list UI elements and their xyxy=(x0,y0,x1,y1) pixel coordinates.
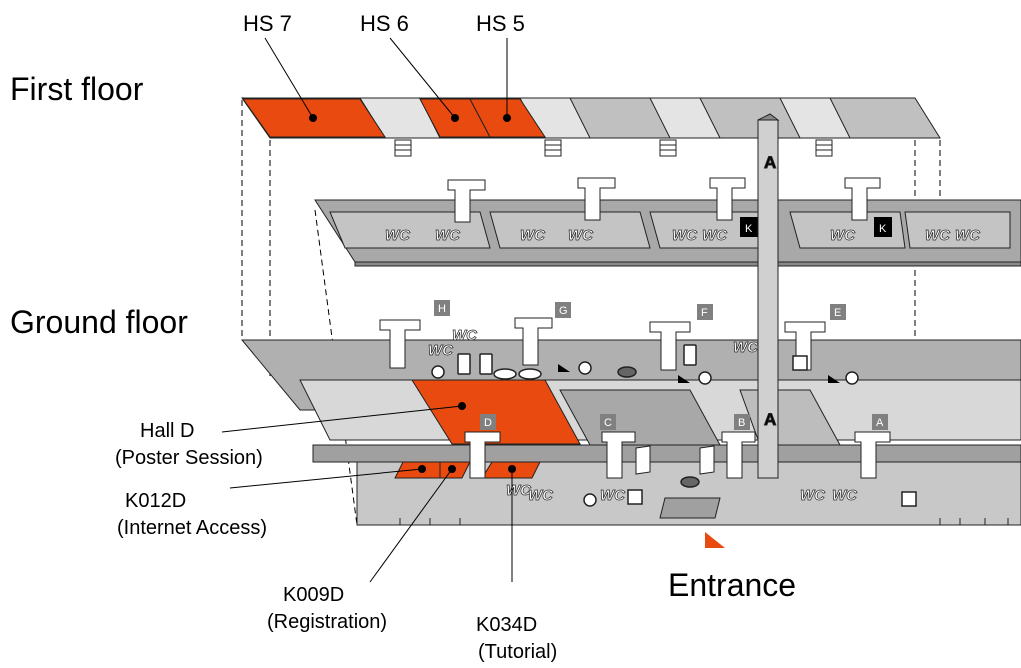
cafe-icon xyxy=(493,368,517,380)
info-box-icon xyxy=(901,491,917,507)
elevator-icon: K xyxy=(745,223,753,235)
wc-icon: WC xyxy=(520,227,546,244)
hall-d-desc: (Poster Session) xyxy=(115,447,263,469)
svg-text:A: A xyxy=(764,153,776,172)
cafe-icon xyxy=(518,368,542,380)
k012d-label: K012D xyxy=(125,490,186,512)
ground-floor-label: Ground floor xyxy=(10,304,188,340)
column-a: A A xyxy=(757,113,780,479)
wheelchair-icon xyxy=(583,493,597,507)
telephone-icon xyxy=(680,476,700,488)
first-floor-stairs xyxy=(394,139,833,157)
svg-text:F: F xyxy=(701,307,708,319)
wc-icon: WC xyxy=(452,327,478,344)
stair-tags: H G F E D C B A xyxy=(434,300,888,430)
svg-text:A: A xyxy=(764,410,776,429)
wheelchair-icon xyxy=(845,371,859,385)
wall-ticks xyxy=(399,518,1009,525)
k034d-desc: (Tutorial) xyxy=(478,641,557,663)
wc-icon: WC xyxy=(800,487,826,504)
first-floor-slab xyxy=(241,97,1021,267)
first-floor-label: First floor xyxy=(10,71,144,107)
wc-icon: WC xyxy=(925,227,951,244)
k009d-desc: (Registration) xyxy=(267,611,387,633)
wc-icon: WC xyxy=(568,227,594,244)
cafe-icon xyxy=(457,353,471,375)
entrance-arrow-icon xyxy=(705,532,725,548)
info-box-icon xyxy=(792,355,808,371)
svg-text:D: D xyxy=(484,417,492,429)
info-box-icon xyxy=(627,489,643,505)
wc-icon: WC xyxy=(672,227,698,244)
mid-wc-group: WC WC WC WC WC WC WC WC WC xyxy=(385,227,982,245)
hs7-label: HS 7 xyxy=(243,11,292,36)
entrance-doors xyxy=(635,445,715,475)
ground-wc-group: WC WC WC WC WC WC WC WC xyxy=(428,327,859,505)
hs5-label: HS 5 xyxy=(476,11,525,36)
cafe-icon xyxy=(479,353,493,375)
k034d-label: K034D xyxy=(476,614,537,636)
mid-stairs xyxy=(447,177,881,223)
elevator-icon: K xyxy=(879,223,887,235)
leader-lines xyxy=(221,37,516,583)
facility-icons xyxy=(431,344,917,507)
svg-text:A: A xyxy=(876,417,884,429)
svg-text:C: C xyxy=(604,417,612,429)
entrance-label: Entrance xyxy=(668,567,796,603)
svg-text:E: E xyxy=(834,307,841,319)
hs6-label: HS 6 xyxy=(360,11,409,36)
wc-icon: WC xyxy=(428,342,454,359)
k009d-label: K009D xyxy=(283,584,344,606)
wc-icon: WC xyxy=(830,227,856,244)
k012d-desc: (Internet Access) xyxy=(117,517,267,539)
cafe-icon xyxy=(683,344,697,366)
hall-d-label: Hall D xyxy=(140,420,194,442)
ramp-markers xyxy=(558,364,840,383)
wc-icon: WC xyxy=(832,487,858,504)
wc-icon: WC xyxy=(955,227,981,244)
svg-text:G: G xyxy=(559,305,568,317)
wheelchair-icon xyxy=(578,361,592,375)
telephone-icon xyxy=(617,366,637,378)
k012d-room xyxy=(394,461,441,479)
wc-icon: WC xyxy=(733,339,759,356)
hall-d-room xyxy=(411,379,581,445)
svg-text:B: B xyxy=(738,417,745,429)
svg-text:H: H xyxy=(438,303,446,315)
wc-icon: WC xyxy=(385,227,411,244)
wheelchair-icon xyxy=(431,365,445,379)
wheelchair-icon xyxy=(698,371,712,385)
wc-icon: WC xyxy=(600,487,626,504)
wc-icon: WC xyxy=(702,227,728,244)
wc-icon: WC xyxy=(528,487,554,504)
ground-stairs xyxy=(379,317,891,479)
wc-icon: WC xyxy=(435,227,461,244)
